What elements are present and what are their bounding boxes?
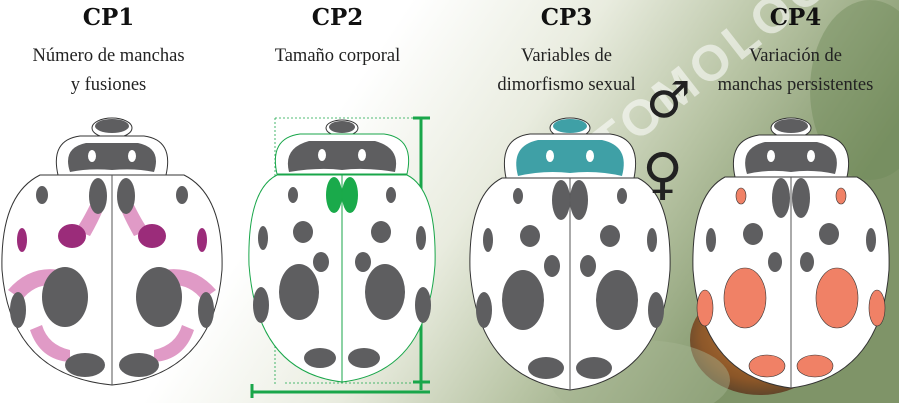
cp1-subtitle-line1: Número de manchas (32, 46, 185, 66)
cp4-spot (866, 228, 876, 252)
cp1-spot (138, 224, 166, 248)
cp4-spot (768, 252, 782, 272)
cp4-persistent-spot (835, 187, 847, 205)
cp3-spot (476, 292, 492, 328)
cp2-subtitle: Tamaño corporal (225, 42, 450, 71)
ladybug-cp2-illustration (248, 116, 436, 398)
cp1-spot (119, 353, 159, 377)
cp1-spot (36, 186, 48, 204)
cp4-spot (800, 252, 814, 272)
cp1-spot (136, 267, 182, 327)
cp4-persistent-spot (735, 187, 747, 205)
cp2-title: CP2 (311, 4, 364, 31)
cp4-subtitle: Variación de manchas persistentes (683, 42, 899, 100)
cp2-spot (348, 348, 380, 368)
cp3-spot (513, 188, 523, 204)
cp4-spot (706, 228, 716, 252)
cp4-persistent-spot (723, 267, 767, 329)
panel-cp2: CP2 Tamaño corporal (225, 0, 450, 403)
cp3-title: CP3 (540, 4, 593, 31)
ladybug-cp3-illustration (469, 117, 671, 391)
panel-cp3: CP3 Variables de dimorfismo sexual (454, 0, 679, 403)
cp3-spot (580, 255, 596, 277)
ladybug-cp4-illustration (692, 117, 890, 389)
cp1-spot (42, 267, 88, 327)
cp3-spot (576, 357, 612, 379)
cp2-spot (371, 221, 391, 243)
cp4-spot (792, 178, 810, 218)
cp4-persistent-spot (748, 354, 786, 378)
cp3-spot (528, 357, 564, 379)
cp1-spot (117, 178, 135, 214)
cp4-persistent-spot (796, 354, 834, 378)
panel-cp4: CP4 Variación de manchas persistentes (683, 0, 899, 403)
cp3-spot (552, 180, 570, 220)
cp1-subtitle-line2: y fusiones (70, 75, 147, 95)
cp4-spot (772, 178, 790, 218)
cp1-spot (197, 228, 207, 252)
cp4-persistent-spot (868, 289, 886, 327)
cp1-subtitle: Número de manchas y fusiones (0, 42, 221, 100)
cp3-spot (570, 180, 588, 220)
cp4-persistent-spot (815, 267, 859, 329)
cp3-subtitle-line2: dimorfismo sexual (497, 75, 636, 95)
cp1-spot (58, 224, 86, 248)
female-symbol-icon: ♀ (642, 142, 684, 207)
cp3-spot (483, 228, 493, 252)
cp4-persistent-spot (696, 289, 714, 327)
cp3-spot (502, 270, 544, 330)
cp1-spot (198, 292, 214, 328)
cp1-spot (10, 292, 26, 328)
cp4-spot (743, 223, 763, 245)
cp3-subtitle-line1: Variables de (521, 46, 612, 66)
cp2-spot (313, 252, 329, 272)
male-symbol-icon: ♂ (646, 71, 691, 129)
cp3-spot (600, 225, 620, 247)
cp2-spot (288, 187, 298, 203)
cp2-spot (416, 226, 426, 250)
cp3-spot (617, 188, 627, 204)
cp3-spot (648, 292, 664, 328)
cp3-subtitle: Variables de dimorfismo sexual (454, 42, 679, 100)
cp3-spot (544, 255, 560, 277)
cp2-spot (253, 287, 269, 323)
cp3-spot (647, 228, 657, 252)
cp2-spot (293, 221, 313, 243)
cp1-spot (89, 178, 107, 214)
cp2-spot (304, 348, 336, 368)
cp1-spot (176, 186, 188, 204)
cp1-spot (65, 353, 105, 377)
cp2-spot (279, 264, 319, 320)
cp2-spot (258, 226, 268, 250)
cp3-spot (520, 225, 540, 247)
cp2-spot (386, 187, 396, 203)
cp1-spot (17, 228, 27, 252)
cp1-title: CP1 (82, 4, 135, 31)
cp3-spot (596, 270, 638, 330)
cp2-spot (355, 252, 371, 272)
cp4-title: CP4 (769, 4, 822, 31)
cp4-spot (819, 223, 839, 245)
ladybug-cp1-illustration (1, 117, 223, 386)
cp4-subtitle-line2: manchas persistentes (717, 75, 874, 95)
panel-cp1: CP1 Número de manchas y fusiones (0, 0, 221, 403)
cp4-subtitle-line1: Variación de (749, 46, 842, 66)
cp2-spot (365, 264, 405, 320)
cp2-spot (415, 287, 431, 323)
cp2-subtitle-line1: Tamaño corporal (274, 46, 401, 66)
